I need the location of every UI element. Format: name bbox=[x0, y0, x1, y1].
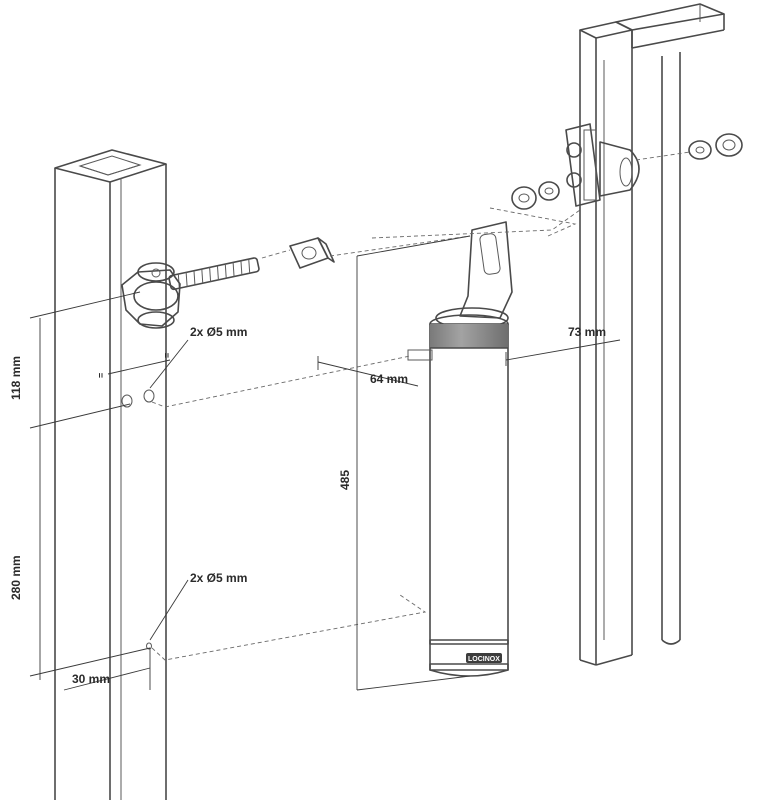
dim-118-label: 118 mm bbox=[9, 356, 23, 400]
brand-plate bbox=[466, 653, 502, 663]
washer-center bbox=[538, 181, 560, 201]
dim-64-label: 64 mm bbox=[370, 372, 408, 386]
left-post bbox=[54, 149, 167, 800]
brand-plate-text: LOCINOX bbox=[468, 656, 500, 663]
upper-hole-2 bbox=[143, 389, 155, 403]
upper-holes-label: 2x Ø5 mm bbox=[190, 325, 247, 339]
equal-mark-left: = bbox=[96, 373, 106, 378]
square-nut bbox=[289, 237, 335, 269]
washer-right-1 bbox=[688, 140, 712, 160]
dimension-lines bbox=[29, 235, 621, 691]
dim-485-label: 485 bbox=[338, 470, 352, 490]
gate-closer: LOCINOX bbox=[407, 221, 513, 677]
nut-center bbox=[511, 186, 537, 210]
dim-73-label: 73 mm bbox=[568, 325, 606, 339]
gate-bracket bbox=[565, 123, 640, 207]
equal-mark-right: = bbox=[162, 353, 172, 358]
dim-280-label: 280 mm bbox=[9, 555, 23, 600]
lower-holes-label: 2x Ø5 mm bbox=[190, 571, 247, 585]
hinge-bolt bbox=[121, 257, 260, 329]
upper-hole-1 bbox=[121, 394, 133, 408]
dim-30-label: 30 mm bbox=[72, 672, 110, 686]
lower-hole bbox=[146, 642, 152, 650]
gate-frame bbox=[579, 3, 725, 666]
nut-right bbox=[715, 133, 743, 157]
assembly-lines bbox=[151, 151, 691, 661]
